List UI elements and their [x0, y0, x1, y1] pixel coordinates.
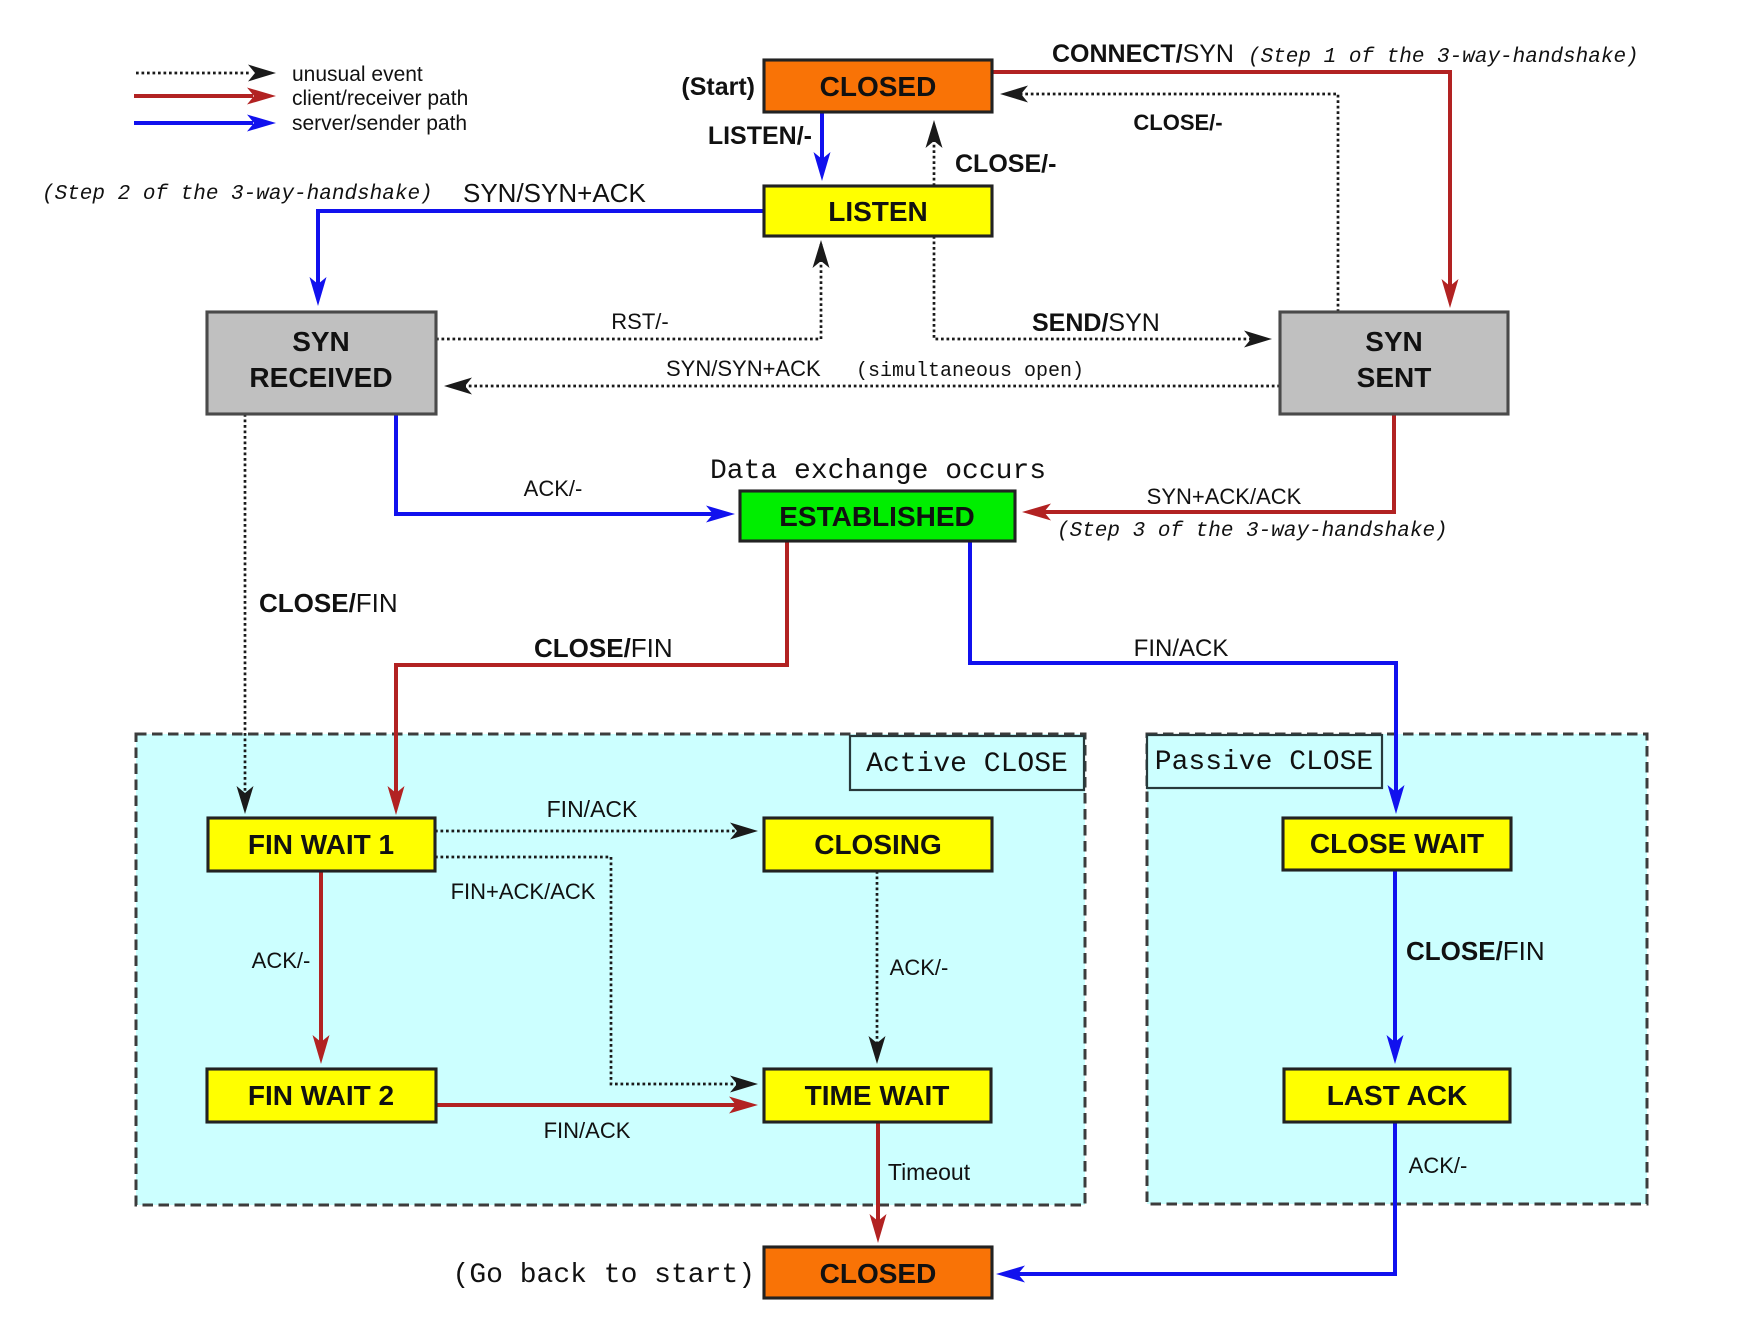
svg-text:CLOSE/-: CLOSE/- [1133, 110, 1222, 135]
svg-text:Timeout: Timeout [888, 1159, 971, 1185]
svg-text:CLOSED: CLOSED [820, 71, 937, 102]
svg-text:FIN WAIT 1: FIN WAIT 1 [248, 829, 394, 860]
svg-text:FIN WAIT 2: FIN WAIT 2 [248, 1080, 394, 1111]
svg-text:SYN/SYN+ACK: SYN/SYN+ACK [666, 356, 821, 381]
svg-text:ESTABLISHED: ESTABLISHED [779, 501, 975, 532]
svg-text:SENT: SENT [1357, 362, 1432, 393]
svg-text:LISTEN: LISTEN [828, 196, 928, 227]
svg-text:FIN/ACK: FIN/ACK [544, 1118, 631, 1143]
svg-text:client/receiver path: client/receiver path [292, 87, 468, 110]
svg-text:ACK/-: ACK/- [1409, 1153, 1468, 1178]
svg-text:LISTEN/-: LISTEN/- [708, 122, 812, 150]
svg-text:SEND/SYN: SEND/SYN [1032, 309, 1160, 337]
svg-text:ACK/-: ACK/- [524, 476, 583, 501]
svg-text:FIN+ACK/ACK: FIN+ACK/ACK [451, 879, 596, 904]
svg-text:FIN/ACK: FIN/ACK [1134, 635, 1229, 662]
svg-text:(Step 3 of the 3-way-handshake: (Step 3 of the 3-way-handshake) [1057, 520, 1448, 543]
svg-text:ACK/-: ACK/- [890, 955, 949, 980]
svg-text:CLOSE/FIN: CLOSE/FIN [534, 633, 673, 663]
svg-text:server/sender path: server/sender path [292, 112, 467, 135]
svg-text:(Step 2 of the 3-way-handshake: (Step 2 of the 3-way-handshake) [42, 183, 433, 206]
svg-text:(Step 1 of the 3-way-handshake: (Step 1 of the 3-way-handshake) [1248, 46, 1639, 69]
svg-text:ACK/-: ACK/- [252, 948, 311, 973]
svg-text:SYN: SYN [1365, 326, 1423, 357]
svg-text:FIN/ACK: FIN/ACK [547, 796, 638, 822]
svg-text:RECEIVED: RECEIVED [249, 362, 392, 393]
svg-text:Passive CLOSE: Passive CLOSE [1155, 747, 1373, 778]
svg-text:(Start): (Start) [681, 73, 755, 101]
svg-text:(simultaneous open): (simultaneous open) [856, 360, 1084, 383]
svg-text:CLOSE/-: CLOSE/- [955, 150, 1056, 178]
svg-text:Data exchange occurs: Data exchange occurs [710, 456, 1046, 487]
svg-text:CLOSED: CLOSED [820, 1258, 937, 1289]
svg-text:RST/-: RST/- [611, 309, 668, 334]
svg-text:SYN/SYN+ACK: SYN/SYN+ACK [463, 178, 646, 208]
svg-text:SYN+ACK/ACK: SYN+ACK/ACK [1147, 484, 1302, 509]
svg-text:Active CLOSE: Active CLOSE [866, 749, 1068, 780]
svg-text:TIME WAIT: TIME WAIT [805, 1080, 950, 1111]
svg-text:LAST ACK: LAST ACK [1327, 1080, 1468, 1111]
svg-text:CLOSING: CLOSING [814, 829, 942, 860]
svg-text:(Go back to start): (Go back to start) [453, 1260, 755, 1291]
svg-text:CLOSE/FIN: CLOSE/FIN [1406, 936, 1545, 966]
svg-text:SYN: SYN [292, 326, 350, 357]
svg-text:CONNECT/SYN: CONNECT/SYN [1052, 40, 1234, 68]
svg-text:CLOSE/FIN: CLOSE/FIN [259, 588, 398, 618]
svg-text:CLOSE WAIT: CLOSE WAIT [1310, 828, 1484, 859]
svg-text:unusual event: unusual event [292, 63, 423, 86]
